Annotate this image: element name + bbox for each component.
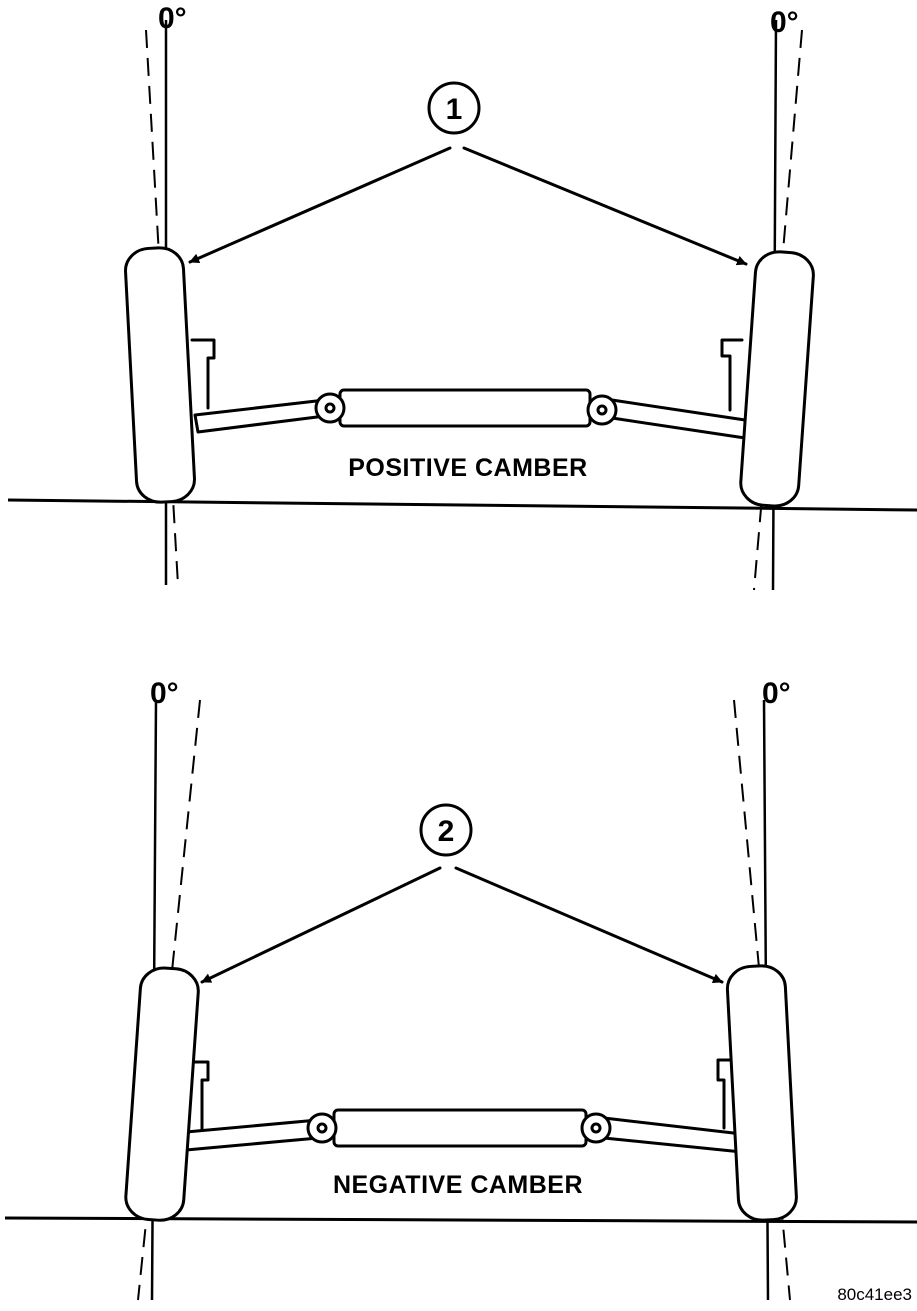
callout-2-arrow-right [454, 866, 724, 984]
left-tie-rod-joint [306, 1112, 338, 1144]
right-joint-pin [596, 404, 608, 416]
steering-damper [332, 1108, 588, 1148]
callout-1-label: 1 [446, 93, 463, 126]
callout-2-label: 2 [438, 815, 455, 848]
left-joint-pin [316, 1122, 328, 1134]
negative-camber-caption: NEGATIVE CAMBER [333, 1171, 583, 1199]
left-tire [124, 966, 200, 1222]
left-tire [124, 246, 196, 504]
figure-id: 80c41ee3 [837, 1285, 912, 1304]
left-zero-degree-label: 0° [150, 677, 179, 710]
positive-camber-caption: POSITIVE CAMBER [348, 454, 587, 482]
right-tie-rod-joint [580, 1112, 612, 1144]
right-tie-rod [602, 1116, 744, 1154]
callout-1-arrow-left [188, 146, 452, 264]
right-zero-degree-label: 0° [762, 677, 791, 710]
left-steering-arm [188, 1060, 210, 1132]
left-joint-pin [324, 402, 336, 414]
left-tie-rod [193, 398, 327, 434]
right-steering-arm [716, 1058, 740, 1130]
negative-camber-panel: 2 0° 0° NEGATIVE CAMBER [4, 677, 917, 1301]
right-tie-rod-joint [586, 394, 618, 426]
left-tie-rod [184, 1118, 320, 1152]
left-zero-degree-label: 0° [158, 2, 187, 35]
right-joint-pin [590, 1122, 602, 1134]
positive-camber-panel: 1 0° 0° POSITIVE CAMBER [7, 2, 917, 591]
right-steering-arm [720, 338, 744, 412]
callout-1-arrow-right [462, 146, 748, 266]
right-tire [725, 964, 798, 1222]
right-camber-line [733, 699, 791, 1301]
callout-2-arrow-left [200, 866, 442, 984]
left-tie-rod-joint [314, 392, 346, 424]
steering-damper [338, 388, 592, 428]
left-steering-arm [190, 338, 216, 410]
right-zero-degree-label: 0° [770, 6, 799, 39]
callout-1-circle [427, 81, 481, 135]
callout-2-circle [419, 803, 473, 857]
right-tire [739, 250, 815, 508]
left-camber-line [137, 699, 201, 1301]
right-tie-rod [610, 398, 747, 440]
